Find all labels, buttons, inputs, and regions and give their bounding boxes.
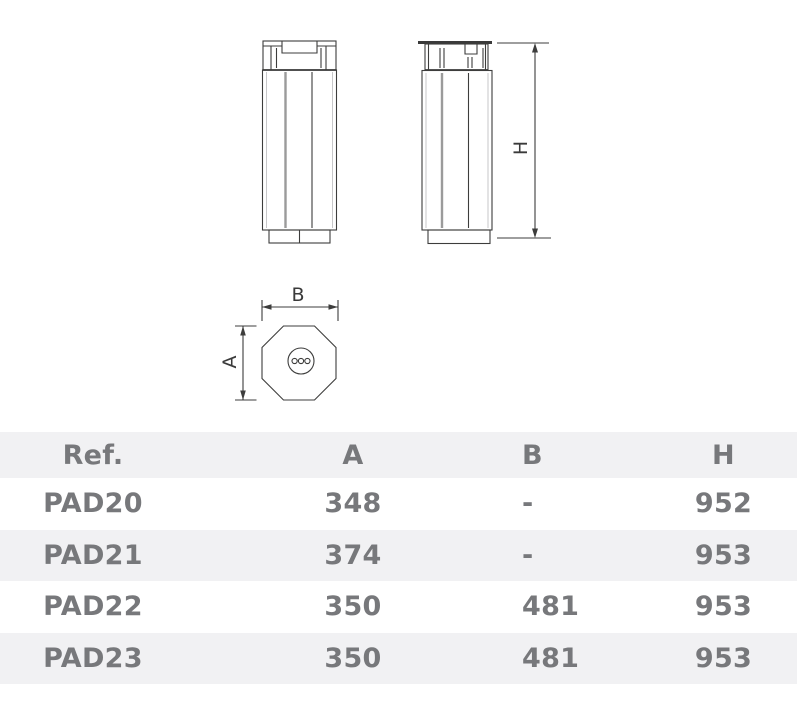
section-center-hole: [287, 347, 315, 375]
side-cap-notch-ticks: [467, 57, 473, 68]
side-cap-slots: [439, 48, 484, 68]
section-small-hole-right: [304, 357, 311, 365]
table-row-pad22: PAD22 350 481 953: [0, 581, 797, 633]
a-value-cell: 350: [324, 642, 382, 674]
dimension-b-extension-lines: [261, 300, 339, 321]
side-cap-outline: [424, 43, 489, 71]
side-body-edge-shading: [425, 73, 489, 228]
dimension-a-arrow-down-icon: [240, 390, 246, 400]
dimension-a-arrow-up-icon: [240, 326, 246, 336]
front-cap-slots: [270, 46, 327, 70]
b-value-cell: -: [522, 539, 534, 571]
ref-cell: PAD23: [43, 642, 143, 674]
side-elevation-view: [418, 41, 493, 245]
column-header-h: H: [712, 439, 735, 471]
h-value-cell: 953: [694, 591, 753, 623]
h-value-cell: 953: [694, 539, 753, 571]
a-value-cell: 374: [324, 539, 382, 571]
front-cap-outline: [262, 40, 337, 71]
section-small-hole-left: [291, 357, 298, 365]
front-body-edge-shading: [266, 72, 333, 228]
dimension-h: H: [497, 42, 551, 239]
front-elevation-view: [261, 40, 338, 244]
column-header-ref: Ref.: [62, 439, 124, 471]
dimension-b-label: B: [291, 284, 304, 306]
ref-cell: PAD22: [43, 591, 143, 623]
dimension-a-label: A: [219, 356, 241, 369]
side-cap-inner-edges: [427, 44, 487, 70]
dimension-b: B: [261, 284, 339, 321]
column-header-b: B: [522, 439, 543, 471]
table-row-pad20: PAD20 348 - 952: [0, 478, 797, 530]
dimension-a-extension-lines: [235, 325, 257, 401]
dimension-h-arrow-up-icon: [532, 43, 538, 53]
dimension-b-arrow-right-icon: [328, 304, 338, 310]
technical-drawing: H B: [219, 40, 551, 401]
dimension-a: A: [219, 325, 257, 401]
b-value-cell: -: [522, 488, 534, 520]
octagon-section-outline: [261, 325, 337, 401]
b-value-cell: 481: [522, 591, 580, 623]
section-small-hole-middle: [297, 357, 305, 365]
b-value-cell: 481: [522, 642, 580, 674]
ref-cell: PAD20: [43, 488, 143, 520]
ref-cell: PAD21: [43, 539, 143, 571]
side-base-outline: [427, 229, 491, 245]
section-view: B A: [219, 284, 339, 401]
dimension-h-label: H: [510, 141, 532, 155]
a-value-cell: 350: [324, 591, 382, 623]
table-header-row: Ref. A B H: [0, 432, 797, 478]
dimension-b-arrow-left-icon: [262, 304, 272, 310]
side-cap-notch: [464, 44, 478, 55]
side-body-outline: [421, 69, 493, 231]
a-value-cell: 348: [324, 488, 382, 520]
front-body-outline: [261, 69, 338, 231]
table-row-pad23: PAD23 350 481 953: [0, 632, 797, 684]
h-value-cell: 953: [694, 642, 753, 674]
table-row-pad21: PAD21 374 - 953: [0, 529, 797, 581]
front-cap-recess: [281, 41, 318, 54]
spec-table: Ref. A B H PAD20 348 - 952 PAD21 374 - 9…: [0, 432, 797, 684]
dimension-h-arrow-down-icon: [532, 228, 538, 238]
h-value-cell: 952: [694, 488, 753, 520]
column-header-a: A: [342, 439, 364, 471]
